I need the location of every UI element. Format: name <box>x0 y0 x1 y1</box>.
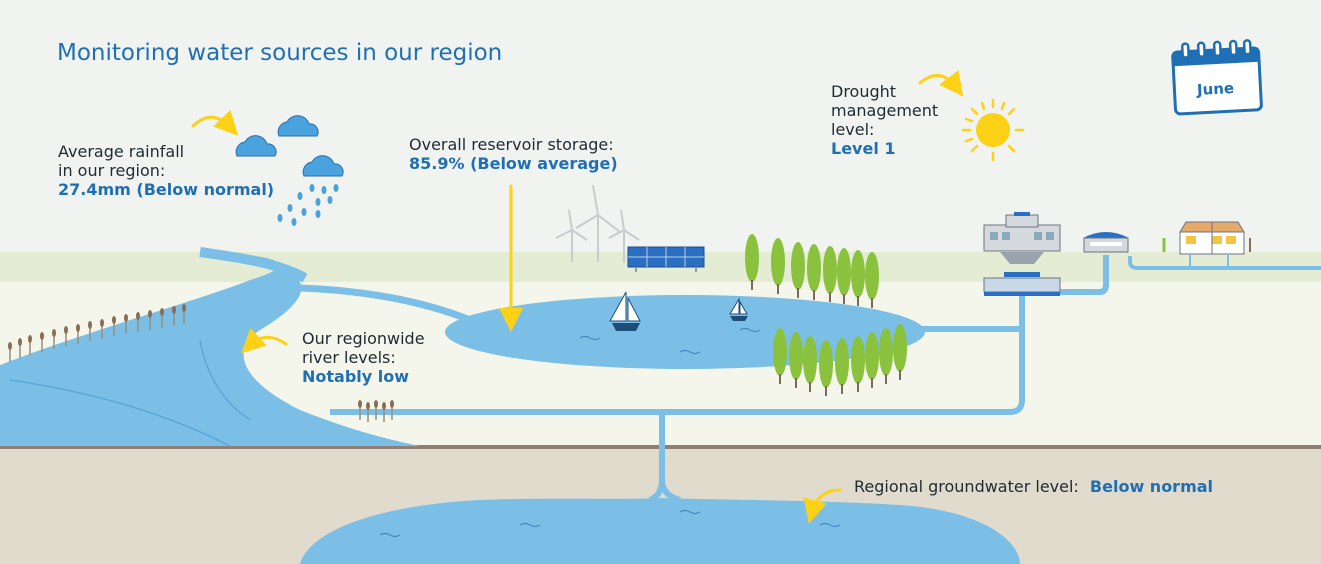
arrow-groundwater <box>803 488 842 524</box>
drought-label: Drought management level: Level 1 <box>831 82 938 158</box>
arrow-drought <box>918 70 964 97</box>
houses <box>1162 221 1251 268</box>
pointer-arrows <box>191 70 964 524</box>
drought-value: Level 1 <box>831 139 896 158</box>
river-label-line2: river levels: <box>302 348 396 367</box>
calendar-icon <box>1171 39 1263 116</box>
reservoir-label-text: Overall reservoir storage: <box>409 135 614 154</box>
sun-icon <box>961 98 1025 162</box>
river <box>0 252 420 446</box>
sailboat-small <box>729 297 748 321</box>
wind-turbines <box>555 184 640 262</box>
pumping-station <box>1083 232 1129 253</box>
sky <box>0 0 1321 252</box>
river-value: Notably low <box>302 367 410 386</box>
rainfall-label: Average rainfall in our region: 27.4mm (… <box>58 142 274 199</box>
drought-label-line1: Drought <box>831 82 897 101</box>
solar-panel <box>627 246 705 272</box>
treatment-plant <box>983 212 1061 296</box>
reservoir-label: Overall reservoir storage: 85.9% (Below … <box>409 135 618 173</box>
drought-label-line3: level: <box>831 120 875 139</box>
arrow-rainfall <box>191 110 239 136</box>
calendar-month: June <box>1196 79 1235 99</box>
aquifer <box>300 498 1020 564</box>
sailboat-large <box>609 291 641 331</box>
groundwater-value: Below normal <box>1089 477 1214 496</box>
rainfall-label-line2: in our region: <box>58 161 166 180</box>
groundwater-label: Regional groundwater level: Below normal <box>854 477 1213 496</box>
rain-clouds-icon <box>235 115 344 226</box>
groundwater-label-text: Regional groundwater level: <box>854 477 1079 496</box>
river-label-line1: Our regionwide <box>302 329 425 348</box>
arrow-river <box>241 328 288 354</box>
rainfall-value: 27.4mm (Below normal) <box>58 180 275 199</box>
reservoir-value: 85.9% (Below average) <box>409 154 618 173</box>
rainfall-label-line1: Average rainfall <box>58 142 185 161</box>
drought-label-line2: management <box>831 101 939 120</box>
river-label: Our regionwide river levels: Notably low <box>302 329 425 386</box>
page-title: Monitoring water sources in our region <box>57 40 503 66</box>
